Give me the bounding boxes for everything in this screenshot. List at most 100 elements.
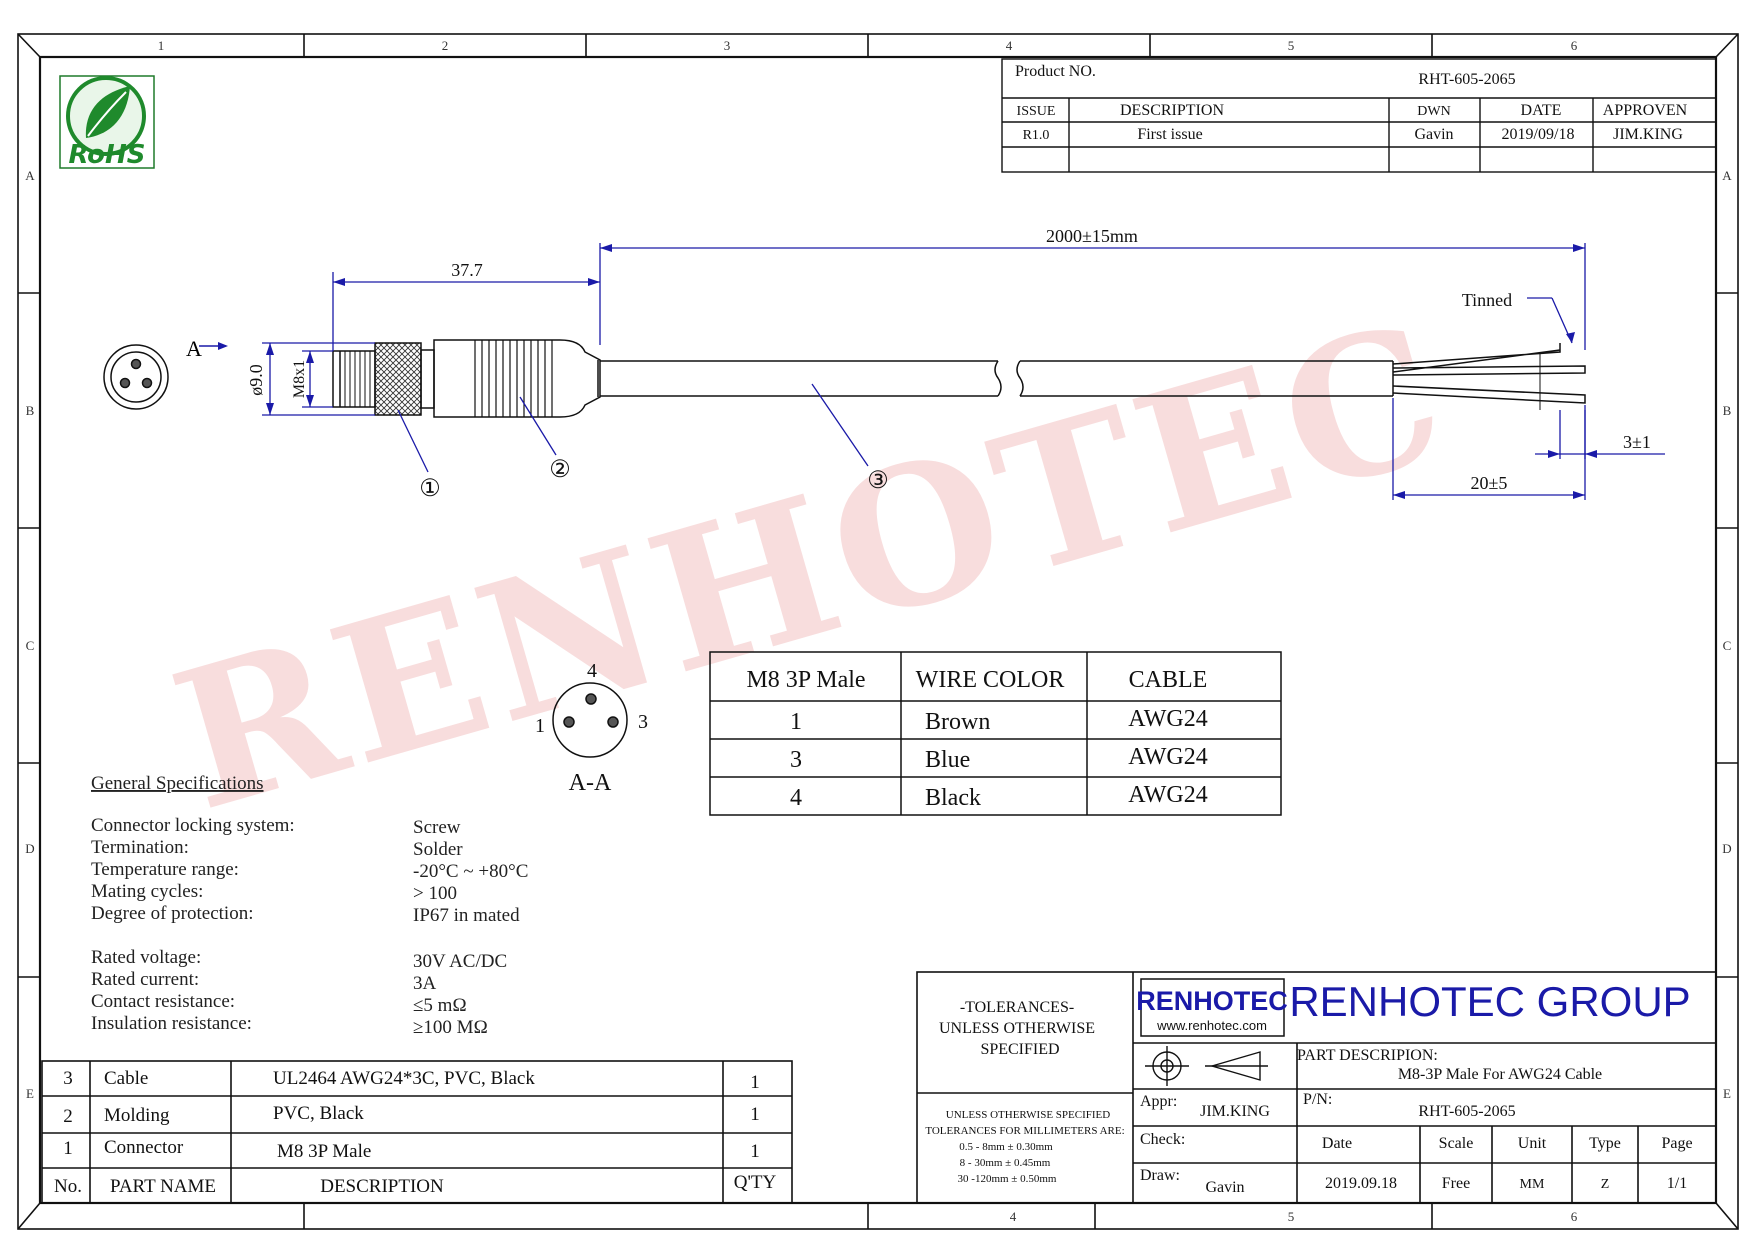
info-header-type: Type xyxy=(1589,1135,1621,1152)
bom-table xyxy=(41,1060,793,1204)
revision-text: Product NO. RHT-605-2065 ISSUE DESCRIPTI… xyxy=(1015,63,1688,143)
zone-row-d-right: D xyxy=(1722,841,1731,856)
tinned-label: Tinned xyxy=(1462,290,1512,310)
info-date: 2019.09.18 xyxy=(1325,1175,1397,1192)
title-block xyxy=(916,971,1717,1204)
bom-header-no: No. xyxy=(54,1176,82,1197)
spec-value-voltage: 30V AC/DC xyxy=(413,951,507,972)
renhotec-logo: RENHOTEC www.renhotec.com xyxy=(1136,978,1288,1037)
draw-value: Gavin xyxy=(1205,1179,1244,1196)
spec-value-temperature: -20°C ~ +80°C xyxy=(413,861,528,882)
wire-table xyxy=(709,651,1282,816)
pin-label-1: 1 xyxy=(535,715,545,737)
wire-table-text: M8 3P Male WIRE COLOR CABLE 1 Brown AWG2… xyxy=(746,667,1207,811)
product-no-value: RHT-605-2065 xyxy=(1418,71,1515,88)
spec-value-mating: > 100 xyxy=(413,883,457,904)
spec-label-locking: Connector locking system: xyxy=(91,815,295,836)
callout-3: ③ xyxy=(867,468,889,494)
zone-col-5-bottom: 5 xyxy=(1288,1209,1295,1224)
info-header-scale: Scale xyxy=(1439,1135,1474,1152)
logo-url: www.renhotec.com xyxy=(1156,1018,1267,1033)
dimension-text: 37.7 2000±15mm ø9.0 M8x1 Tinned 3±1 20±5… xyxy=(246,226,1651,502)
rev-dwn: Gavin xyxy=(1414,126,1453,143)
pn-value: RHT-605-2065 xyxy=(1418,1103,1515,1120)
zone-row-e: E xyxy=(26,1086,34,1101)
zone-col-1: 1 xyxy=(158,38,165,53)
zone-col-4-bottom: 4 xyxy=(1010,1209,1017,1224)
bom-header-qty: Q'TY xyxy=(734,1172,777,1193)
wire-row-1-color: Brown xyxy=(925,709,990,735)
bom-header-name: PART NAME xyxy=(110,1176,216,1197)
revision-block xyxy=(1001,58,1717,173)
wire-row-2-pin: 3 xyxy=(790,747,802,773)
callout-1: ① xyxy=(419,476,441,502)
info-header-page: Page xyxy=(1661,1135,1692,1152)
callout-2: ② xyxy=(549,457,571,483)
dim-overall: 2000±15mm xyxy=(1046,226,1138,246)
rev-header-date: DATE xyxy=(1521,102,1562,119)
zone-row-e-right: E xyxy=(1723,1086,1731,1101)
spec-label-mating: Mating cycles: xyxy=(91,881,203,902)
connector-body xyxy=(332,339,601,418)
rev-header-description: DESCRIPTION xyxy=(1120,102,1224,119)
tolerances: -TOLERANCES- UNLESS OTHERWISE SPECIFIED … xyxy=(925,999,1124,1185)
section-view xyxy=(552,682,628,758)
rev-approven: JIM.KING xyxy=(1613,126,1683,143)
zone-col-5: 5 xyxy=(1288,38,1295,53)
zone-col-6: 6 xyxy=(1571,38,1578,53)
specs-title: General Specifications xyxy=(91,773,264,794)
info-header-date: Date xyxy=(1322,1135,1352,1152)
spec-label-current: Rated current: xyxy=(91,969,199,990)
wire-row-1-cable: AWG24 xyxy=(1128,706,1207,732)
front-view xyxy=(103,344,169,410)
spec-value-termination: Solder xyxy=(413,839,463,860)
title-block-text: PART DESCRIPION: M8-3P Male For AWG24 Ca… xyxy=(1140,1047,1693,1196)
bom-row-2-qty: 1 xyxy=(750,1104,760,1125)
spec-label-termination: Termination: xyxy=(91,837,189,858)
info-unit: MM xyxy=(1520,1177,1545,1192)
bom-row-3-no: 3 xyxy=(63,1068,73,1089)
bom-row-1-no: 1 xyxy=(63,1138,73,1159)
company-name: RENHOTEC GROUP xyxy=(1289,978,1690,1025)
zone-row-b: B xyxy=(26,403,35,418)
zone-labels: 1 2 3 4 5 6 4 5 6 A B C D E A B C D E xyxy=(25,38,1732,1224)
spec-label-protection: Degree of protection: xyxy=(91,903,253,924)
sheet-frame xyxy=(17,33,1739,1230)
zone-col-6-bottom: 6 xyxy=(1571,1209,1578,1224)
check-label: Check: xyxy=(1140,1131,1185,1148)
info-type: Z xyxy=(1601,1177,1610,1192)
wire-row-1-pin: 1 xyxy=(790,709,802,735)
product-no-label: Product NO. xyxy=(1015,63,1096,80)
section-labels: 4 1 3 A-A xyxy=(535,660,648,796)
wire-row-3-color: Black xyxy=(925,785,981,811)
bom-row-2-name: Molding xyxy=(104,1105,170,1126)
info-page: 1/1 xyxy=(1667,1175,1687,1192)
info-scale: Free xyxy=(1442,1175,1470,1192)
spec-label-insulation: Insulation resistance: xyxy=(91,1013,252,1034)
appr-label: Appr: xyxy=(1140,1093,1177,1110)
wire-header-cable: CABLE xyxy=(1129,667,1208,693)
zone-row-b-right: B xyxy=(1723,403,1732,418)
spec-value-contact: ≤5 mΩ xyxy=(413,995,467,1016)
bom-row-1-desc: M8 3P Male xyxy=(277,1141,371,1162)
dim-jacket: 20±5 xyxy=(1471,473,1508,493)
projection-symbol-icon xyxy=(1145,1046,1268,1086)
view-label-a: A xyxy=(186,336,202,361)
pn-label: P/N: xyxy=(1303,1091,1332,1108)
wire-row-2-color: Blue xyxy=(925,747,970,773)
zone-row-d: D xyxy=(25,841,34,856)
spec-value-current: 3A xyxy=(413,973,437,994)
tol-detail-5: 30 -120mm ± 0.50mm xyxy=(958,1173,1057,1185)
bom-header-desc: DESCRIPTION xyxy=(320,1176,444,1197)
spec-value-insulation: ≥100 MΩ xyxy=(413,1017,488,1038)
zone-col-2: 2 xyxy=(442,38,449,53)
tol-detail-2: TOLERANCES FOR MILLIMETERS ARE: xyxy=(925,1125,1124,1137)
bom-text: 3 Cable UL2464 AWG24*3C, PVC, Black 1 2 … xyxy=(54,1068,777,1197)
spec-label-voltage: Rated voltage: xyxy=(91,947,201,968)
wire-header-pin: M8 3P Male xyxy=(746,667,865,693)
spec-label-temperature: Temperature range: xyxy=(91,859,239,880)
logo-word: RENHOTEC xyxy=(1136,986,1288,1016)
zone-row-a-right: A xyxy=(1722,168,1732,183)
specifications: General Specifications Connector locking… xyxy=(91,773,528,1038)
spec-value-locking: Screw xyxy=(413,817,461,838)
